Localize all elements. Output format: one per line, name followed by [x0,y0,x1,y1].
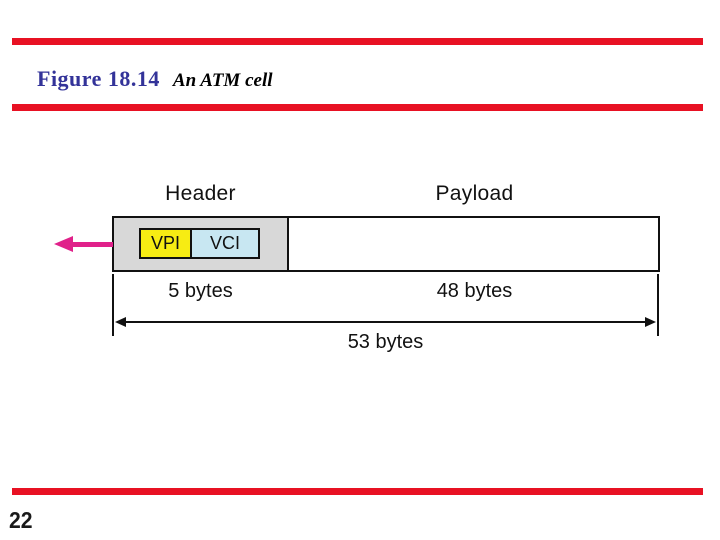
flow-direction-arrow [71,242,113,247]
bottom-rule [12,488,703,495]
vci-field: VCI [190,228,260,259]
figure-caption: An ATM cell [172,70,273,91]
payload-size-label: 48 bytes [436,280,513,302]
header-size-label: 5 bytes [168,280,233,302]
vpi-field: VPI [139,228,192,259]
page-number: 22 [9,507,33,533]
figure-number: Figure 18.14 [37,66,160,91]
total-measure-arrow [121,321,650,323]
measure-tick-left [112,274,114,336]
payload-label: Payload [435,182,514,205]
payload-box [287,216,660,272]
measure-tick-right [657,274,659,336]
measure-arrowhead-left-icon [115,317,126,327]
vpi-label: VPI [150,233,180,253]
title-underline-rule [12,104,703,111]
top-rule [12,38,703,45]
flow-direction-arrowhead-icon [54,236,73,252]
total-size-label: 53 bytes [347,331,424,353]
slide-title: Figure 18.14 An ATM cell [37,66,273,92]
vci-label: VCI [209,233,240,253]
header-label: Header [165,182,236,205]
measure-arrowhead-right-icon [645,317,656,327]
